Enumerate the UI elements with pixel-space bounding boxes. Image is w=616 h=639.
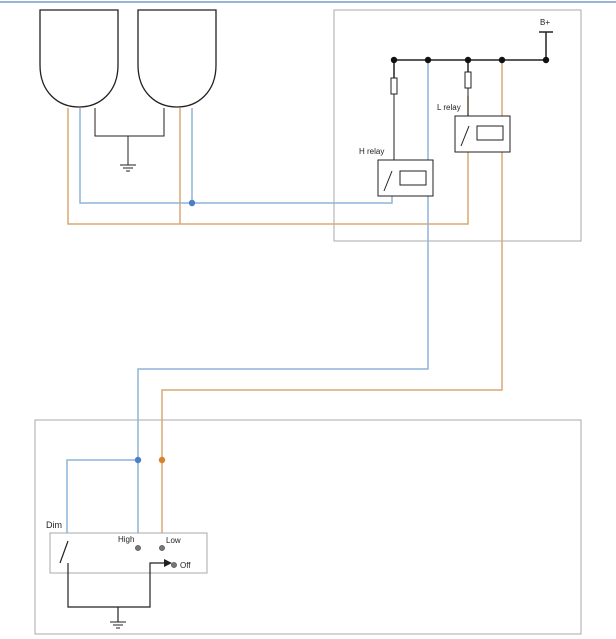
- l-relay: [454, 115, 511, 153]
- junction-blue-lamps: [188, 199, 196, 207]
- headlamp-left: [39, 9, 119, 108]
- fuse-l: [464, 71, 472, 89]
- orange-wires: [67, 60, 503, 545]
- high-label: High: [118, 535, 134, 544]
- battery-bus: [393, 31, 553, 78]
- bus-node-5: [542, 56, 550, 64]
- high-terminal: [135, 545, 141, 551]
- junction-blue-switch: [134, 456, 142, 464]
- fuse-h: [390, 77, 398, 95]
- low-label: Low: [166, 536, 181, 545]
- bus-node-1: [390, 56, 398, 64]
- bus-node-2: [424, 56, 432, 64]
- selector-arrow-icon: [164, 559, 172, 567]
- off-label: Off: [180, 561, 191, 570]
- relay-box: [333, 9, 582, 242]
- switch-box: [34, 419, 582, 635]
- switch-ground-wiring: [67, 562, 164, 622]
- lamp-ground-icon: [120, 164, 136, 172]
- h-relay-label: H relay: [359, 147, 384, 156]
- lamp-ground-wiring: [94, 108, 165, 165]
- junction-orange-switch: [158, 456, 166, 464]
- battery-label: B+: [540, 18, 550, 27]
- dim-contact: [59, 540, 69, 564]
- off-terminal: [171, 562, 177, 568]
- bus-node-4: [498, 56, 506, 64]
- h-relay: [377, 159, 434, 197]
- switch-ground-icon: [110, 621, 126, 629]
- l-relay-label: L relay: [437, 103, 461, 112]
- dim-label: Dim: [46, 520, 62, 530]
- headlamp-right: [137, 9, 217, 108]
- blue-wires: [66, 60, 429, 545]
- switch-panel: [49, 532, 208, 574]
- bus-node-3: [464, 56, 472, 64]
- low-terminal: [159, 545, 165, 551]
